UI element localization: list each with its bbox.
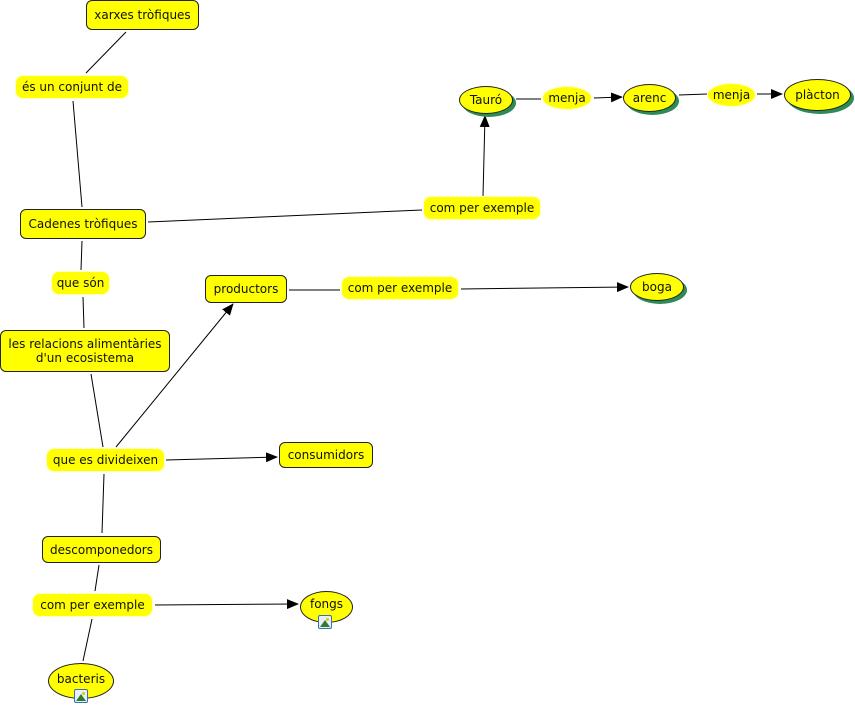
line <box>80 240 83 271</box>
concept-productors[interactable]: productors <box>205 275 287 303</box>
arrow <box>460 282 629 293</box>
link-label: que són <box>56 276 105 290</box>
link-label: és un conjunt de <box>21 80 123 94</box>
image-icon[interactable] <box>74 689 88 703</box>
link-label: com per exemple <box>40 598 145 612</box>
concept-label: les relacions alimentàries <box>8 337 162 351</box>
line <box>147 209 423 223</box>
line <box>82 618 93 662</box>
link-que-es-divideixen[interactable]: que es divideixen <box>47 449 164 471</box>
concept-label: plàcton <box>795 88 840 102</box>
concept-relacions-alimentaries[interactable]: les relacions alimentàries d'un ecosiste… <box>0 330 170 372</box>
concept-tauro[interactable]: Tauró <box>459 86 513 114</box>
line <box>85 31 127 74</box>
concept-label: boga <box>642 280 672 294</box>
arrow <box>165 452 278 463</box>
concept-label: Cadenes tròfiques <box>28 217 138 231</box>
link-com-per-exemple-cadenes[interactable]: com per exemple <box>424 197 540 219</box>
concept-arenc[interactable]: arenc <box>623 84 676 112</box>
line <box>678 93 708 96</box>
link-es-un-conjunt-de[interactable]: és un conjunt de <box>16 76 128 98</box>
link-label: com per exemple <box>347 281 453 295</box>
concept-boga[interactable]: boga <box>630 273 684 301</box>
line <box>90 373 104 448</box>
concept-label: arenc <box>632 91 667 105</box>
link-label: que es divideixen <box>52 453 159 467</box>
concept-label: descomponedors <box>50 542 153 557</box>
concept-label: fongs <box>309 597 344 611</box>
line <box>94 564 100 592</box>
concept-label: productors <box>213 282 279 296</box>
line <box>72 100 83 208</box>
link-com-per-exemple-productors[interactable]: com per exemple <box>342 277 458 299</box>
concept-consumidors[interactable]: consumidors <box>279 442 373 468</box>
link-menja-1[interactable]: menja <box>543 87 591 109</box>
link-label: com per exemple <box>429 201 535 215</box>
concept-label: bacteris <box>56 672 106 686</box>
link-label: menja <box>548 91 586 105</box>
concept-label: Tauró <box>469 93 503 107</box>
concept-label: d'un ecosistema <box>35 351 135 365</box>
link-menja-2[interactable]: menja <box>708 84 755 106</box>
image-icon[interactable] <box>318 615 332 629</box>
line <box>101 473 105 534</box>
arrow <box>154 599 299 610</box>
line <box>82 296 85 329</box>
link-label: menja <box>712 88 751 102</box>
link-que-son[interactable]: que són <box>52 272 109 294</box>
concept-label: consumidors <box>287 448 365 462</box>
concept-placton[interactable]: plàcton <box>784 79 851 111</box>
arrow <box>479 115 490 197</box>
concept-cadenes-trofiques[interactable]: Cadenes tròfiques <box>20 209 146 239</box>
arrow <box>115 303 234 448</box>
concept-descomponedors[interactable]: descomponedors <box>42 536 161 563</box>
concept-xarxes-trofiques[interactable]: xarxes tròfiques <box>86 0 199 30</box>
arrow <box>593 92 623 103</box>
concept-label: xarxes tròfiques <box>94 8 191 22</box>
link-com-per-exemple-descomponedors[interactable]: com per exemple <box>33 594 152 616</box>
